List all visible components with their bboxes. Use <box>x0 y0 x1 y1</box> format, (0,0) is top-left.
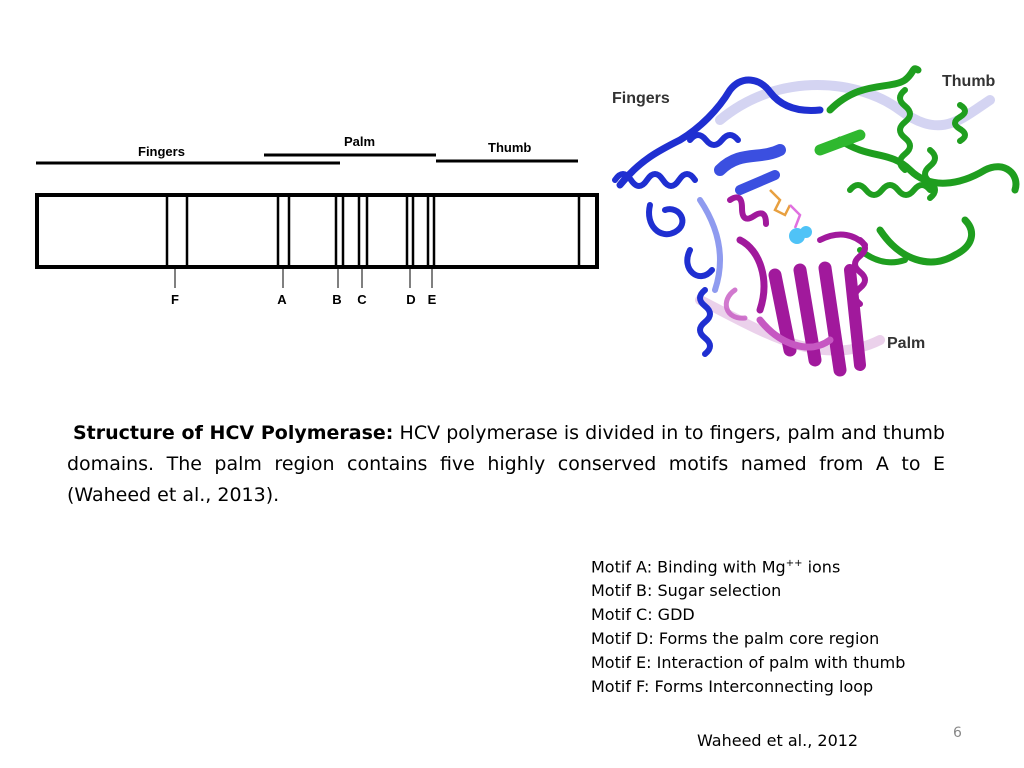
palm-domain-ribbon <box>723 194 868 377</box>
motif-ticks <box>174 267 433 288</box>
motif-letter-c: C <box>357 292 367 307</box>
motif-list: Motif A: Binding with Mg++ ions Motif B:… <box>591 552 905 699</box>
motif-item: Motif B: Sugar selection <box>591 579 905 603</box>
domain-schematic: Fingers Palm Thumb F A B C D E <box>35 134 599 307</box>
motif-letter-e: E <box>428 292 437 307</box>
fingers-domain-ribbon <box>612 76 824 357</box>
motif-item: Motif E: Interaction of palm with thumb <box>591 651 905 675</box>
motif-letter-b: B <box>332 292 341 307</box>
caption-lead: Structure of HCV Polymerase: <box>73 422 394 444</box>
structure-palm-label: Palm <box>887 335 925 352</box>
thumb-label: Thumb <box>488 140 531 155</box>
motif-bands <box>165 195 581 267</box>
structure-thumb-label: Thumb <box>942 73 996 90</box>
motif-text-suffix: ions <box>802 557 841 577</box>
motif-item: Motif D: Forms the palm core region <box>591 627 905 651</box>
structure-fingers-label: Fingers <box>612 90 670 107</box>
motif-superscript: ++ <box>785 558 803 569</box>
motif-letter-f: F <box>171 292 179 307</box>
motif-text: Motif C: GDD <box>591 605 695 625</box>
citation: Waheed et al., 2012 <box>697 731 859 750</box>
motif-letter-a: A <box>277 292 287 307</box>
polymerase-structure-image: Fingers Thumb Palm <box>612 65 1020 377</box>
metal-ion <box>800 226 812 238</box>
caption-body: HCV polymerase is divided in to fingers,… <box>67 422 945 506</box>
motif-item: Motif A: Binding with Mg++ ions <box>591 552 905 579</box>
motif-text: Motif D: Forms the palm core region <box>591 629 880 649</box>
fingers-label: Fingers <box>138 144 185 159</box>
palm-label: Palm <box>344 134 375 149</box>
thumb-domain-ribbon <box>814 65 1020 266</box>
slide-number: 6 <box>953 725 962 741</box>
active-site-ligand <box>769 189 812 244</box>
figure-caption: Structure of HCV Polymerase: HCV polymer… <box>67 418 945 511</box>
motif-text: Motif E: Interaction of palm with thumb <box>591 653 906 673</box>
motif-item: Motif C: GDD <box>591 603 905 627</box>
motif-text: Motif A: Binding with Mg <box>591 557 786 577</box>
polymerase-box <box>35 193 599 269</box>
motif-text: Motif B: Sugar selection <box>591 581 782 601</box>
motif-item: Motif F: Forms Interconnecting loop <box>591 675 905 699</box>
motif-text: Motif F: Forms Interconnecting loop <box>591 677 874 697</box>
motif-letter-d: D <box>406 292 415 307</box>
